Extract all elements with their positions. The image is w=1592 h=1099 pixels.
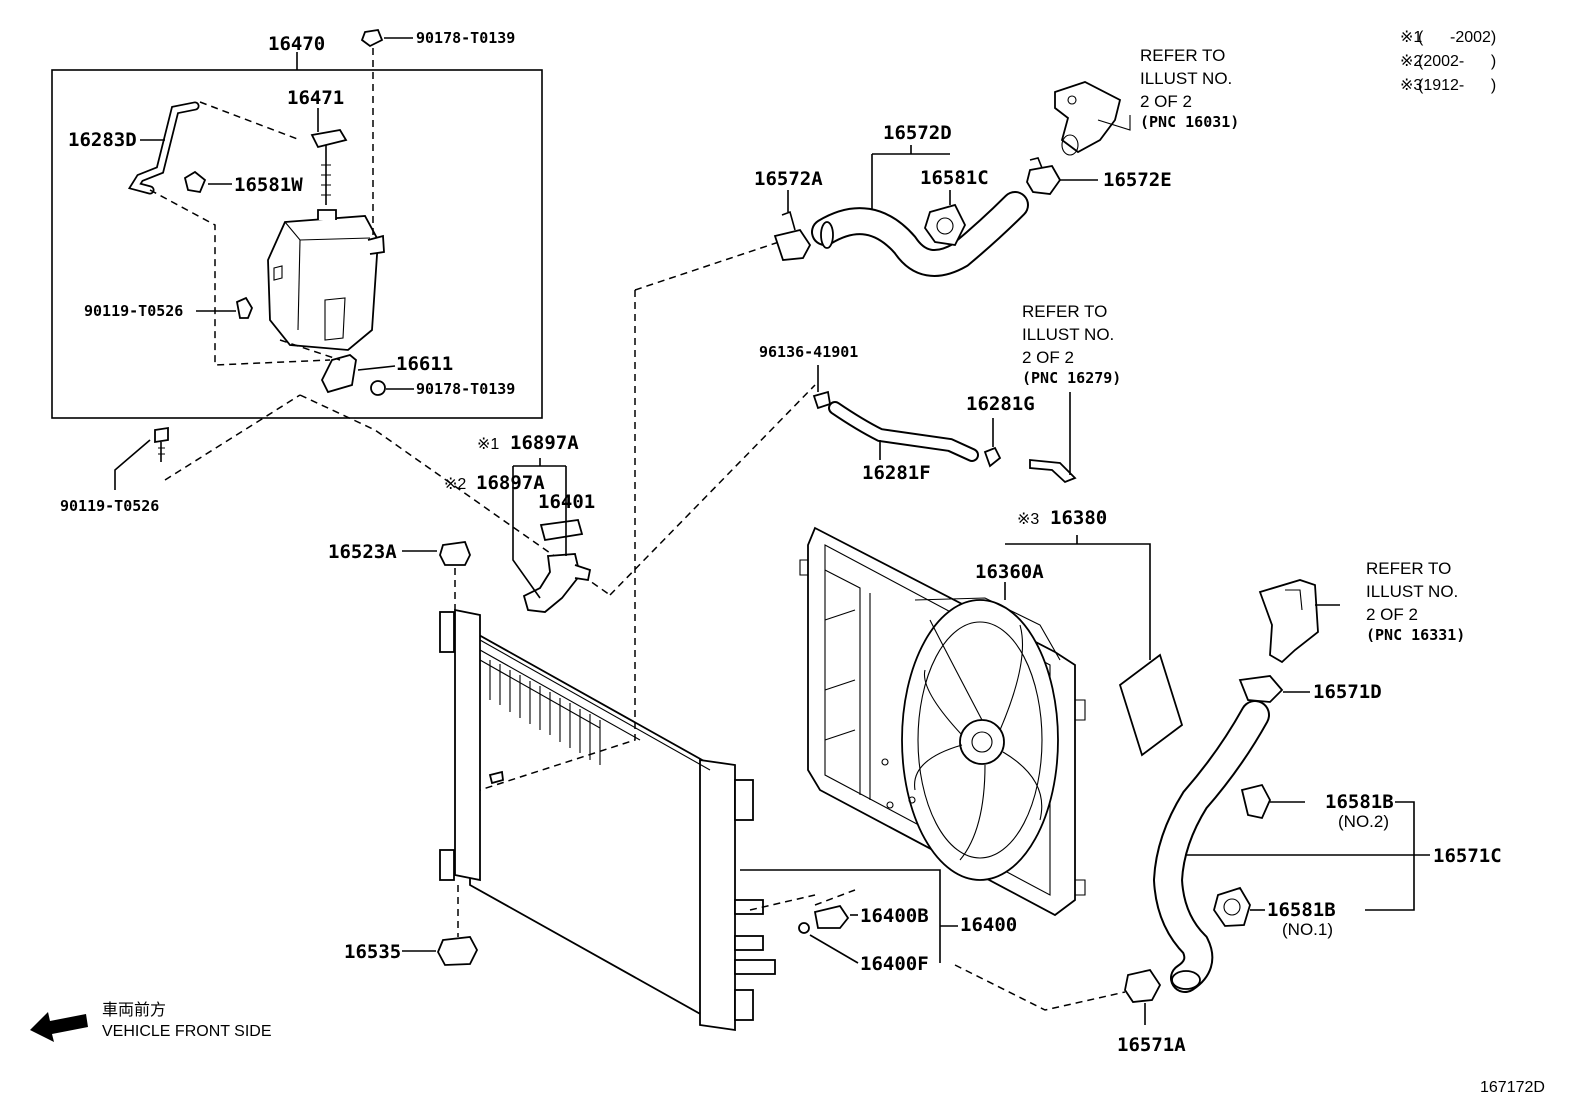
part-label-16283D[interactable]: 16283D [68,129,137,151]
part-label-90119-inner[interactable]: 90119-T0526 [84,302,183,320]
part-label-16360A[interactable]: 16360A [975,561,1044,583]
legend-note-mark-3: ※3 [1400,77,1422,94]
radiator-core [439,608,776,1032]
fan-shroud-assembly [799,526,1086,917]
part-label-90119-outer[interactable]: 90119-T0526 [60,497,159,515]
ref-note-2-line2: ILLUST NO. [1022,325,1114,344]
part-label-16471[interactable]: 16471 [287,87,344,109]
part-label-16470[interactable]: 16470 [268,33,325,55]
hose-clamp-96136 [812,390,832,410]
bolt-90119-inner [235,296,254,319]
part-label-16400[interactable]: 16400 [960,914,1017,936]
ref-note-1-line1: REFER TO [1140,46,1225,65]
part-label-16281F[interactable]: 16281F [862,462,931,484]
note-mark-1: ※1 [477,436,499,453]
ref-note-2-line3: 2 OF 2 [1022,348,1074,367]
shroud-panel-16380 [1118,653,1184,757]
direction-label-en: VEHICLE FRONT SIDE [102,1023,272,1040]
filler-neck-16897A [522,553,592,613]
legend-note-text-3: (1912- ) [1418,77,1496,94]
part-sub-no2: (NO.2) [1338,812,1389,831]
ref-note-3-line1: REFER TO [1366,559,1451,578]
part-label-90178-bottom[interactable]: 90178-T0139 [416,380,515,398]
hose-clip-16581B-no1 [1213,886,1251,927]
water-outlet-ref [1054,81,1131,156]
hose-clamp-16572E [1026,165,1062,195]
ref-note-3-line2: ILLUST NO. [1366,582,1458,601]
part-label-16897A-1[interactable]: 16897A [510,432,579,454]
reservoir-tank [267,209,385,351]
hose-clamp-16571A [1124,968,1162,1003]
part-label-16523A[interactable]: 16523A [328,541,397,563]
reservoir-cap [310,129,348,205]
note-mark-3: ※3 [1017,511,1039,528]
part-label-16611[interactable]: 16611 [396,353,453,375]
part-label-16400F[interactable]: 16400F [860,953,929,975]
part-label-16281G[interactable]: 16281G [966,393,1035,415]
hose-clip-16581W [183,170,207,194]
part-label-90178-top[interactable]: 90178-T0139 [416,29,515,47]
ref-note-3-line3: 2 OF 2 [1366,605,1418,624]
ref-note-1-line4: (PNC 16031) [1140,113,1239,131]
pipe-ref-16279 [1029,459,1077,484]
part-label-16581C[interactable]: 16581C [920,167,989,189]
note-mark-2: ※2 [444,476,466,493]
diagram-id: 167172D [1480,1079,1545,1096]
lower-radiator-hose [1152,700,1270,993]
lower-mount-16535 [437,936,479,966]
upper-radiator-hose [811,191,1029,277]
nut-90178-bottom [370,380,386,396]
part-label-16572A[interactable]: 16572A [754,168,823,190]
part-label-16581B-no1[interactable]: 16581B [1267,899,1336,921]
hose-clip-16581B-no2 [1240,783,1272,820]
hose-clip-16281G [983,446,1002,468]
ref-note-1-line2: ILLUST NO. [1140,69,1232,88]
hose-clamp-16581C [924,203,967,246]
part-label-96136-41901[interactable]: 96136-41901 [759,343,858,361]
part-label-16897A-2[interactable]: 16897A [476,472,545,494]
drain-oring-16400F [798,922,810,934]
ref-note-1-line3: 2 OF 2 [1140,92,1192,111]
part-sub-no1: (NO.1) [1282,920,1333,939]
hose-clamp-16571D [1238,675,1284,703]
bolt-90119-outer [154,426,169,444]
part-label-16535[interactable]: 16535 [344,941,401,963]
ref-note-2-line1: REFER TO [1022,302,1107,321]
direction-label-jp: 車両前方 [102,1001,166,1019]
part-label-16572E[interactable]: 16572E [1103,169,1172,191]
drain-cock-16400B [813,904,850,929]
legend-note-text-2: (2002- ) [1418,53,1496,70]
water-inlet-ref [1258,579,1319,664]
ref-note-3-line4: (PNC 16331) [1366,626,1465,644]
part-label-16380[interactable]: 16380 [1050,507,1107,529]
nut-90178-top [360,29,384,48]
part-label-16572D[interactable]: 16572D [883,122,952,144]
legend-note-mark-1: ※1 [1400,29,1422,46]
hose-clamp-16572A [773,228,812,261]
part-label-16581B-no2[interactable]: 16581B [1325,791,1394,813]
part-label-16571C[interactable]: 16571C [1433,845,1502,867]
legend-note-mark-2: ※2 [1400,53,1422,70]
part-label-16400B[interactable]: 16400B [860,905,929,927]
part-label-16571D[interactable]: 16571D [1313,681,1382,703]
front-arrow-icon [30,1012,88,1042]
bracket-16611 [320,354,357,394]
ref-note-2-line4: (PNC 16279) [1022,369,1121,387]
legend-note-text-1: ( -2002) [1418,29,1496,46]
radiator-cap-16401 [539,519,584,542]
upper-mount-16523A [439,541,471,566]
part-label-16581W[interactable]: 16581W [234,174,303,196]
part-label-16571A[interactable]: 16571A [1117,1034,1186,1056]
